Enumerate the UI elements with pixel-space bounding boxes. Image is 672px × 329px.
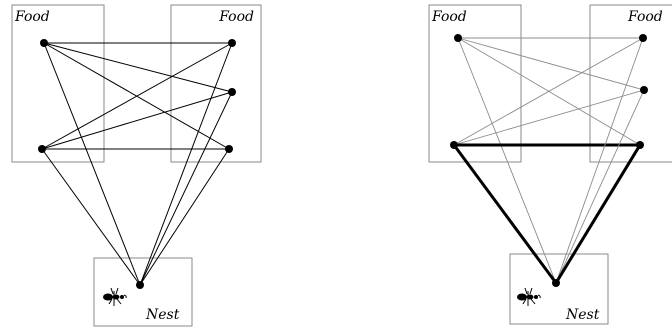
- food-label-right: Food: [627, 9, 663, 25]
- node-nest: [552, 279, 560, 287]
- nest-box: [93, 257, 193, 327]
- node-right-food-bottom: [225, 145, 233, 153]
- node-right-food-top: [228, 39, 236, 47]
- edge-right-food-top-to-nest: [139, 42, 233, 286]
- food-label-left: Food: [14, 9, 50, 25]
- edge-left-food-top-to-right-food-mid: [43, 42, 233, 93]
- node-nest: [136, 281, 144, 289]
- edge-right-food-mid-to-nest: [139, 91, 233, 286]
- nest-label: Nest: [565, 307, 600, 323]
- food-label-right: Food: [218, 9, 254, 25]
- node-left-food-bottom: [450, 141, 458, 149]
- edge-left-food-bottom-to-right-food-top: [41, 42, 233, 150]
- edge-left-food-top-to-nest: [457, 37, 557, 284]
- edge-left-food-bottom-to-nest-highlighted: [452, 144, 558, 284]
- panel-left: Food Food Nest: [11, 4, 262, 327]
- node-right-food-top: [639, 34, 647, 42]
- food-label-left: Food: [431, 9, 467, 25]
- edge-right-food-top-to-nest: [555, 37, 644, 284]
- edge-left-food-bottom-to-right-food-top: [453, 37, 644, 146]
- panel-right: Food Food Nest: [428, 4, 672, 325]
- node-right-food-bottom: [636, 141, 644, 149]
- edge-right-food-bottom-to-nest-highlighted: [554, 144, 642, 284]
- edges: [452, 37, 645, 284]
- edge-left-food-top-to-right-food-mid: [457, 37, 645, 91]
- node-right-food-mid: [228, 88, 236, 96]
- node-right-food-mid: [640, 86, 648, 94]
- food-box-left: [428, 4, 522, 163]
- food-box-right: [589, 4, 672, 163]
- nodes: [450, 34, 648, 287]
- food-box-left: [11, 4, 105, 163]
- food-box-right: [170, 4, 262, 163]
- edge-left-food-top-to-nest: [43, 42, 141, 286]
- node-left-food-bottom: [38, 145, 46, 153]
- nodes: [38, 39, 236, 289]
- ant-icon: [103, 287, 127, 306]
- node-left-food-top: [454, 34, 462, 42]
- nest-label: Nest: [145, 307, 180, 323]
- edge-left-food-bottom-to-right-food-mid: [453, 89, 645, 146]
- edge-right-food-mid-to-nest: [555, 89, 645, 284]
- ant-icon: [517, 287, 541, 306]
- edge-right-food-bottom-to-nest: [139, 148, 230, 286]
- edge-left-food-bottom-to-right-food-mid: [41, 91, 233, 150]
- edges: [41, 42, 233, 286]
- node-left-food-top: [40, 39, 48, 47]
- edge-left-food-bottom-to-nest: [41, 148, 141, 286]
- nest-box: [509, 253, 609, 325]
